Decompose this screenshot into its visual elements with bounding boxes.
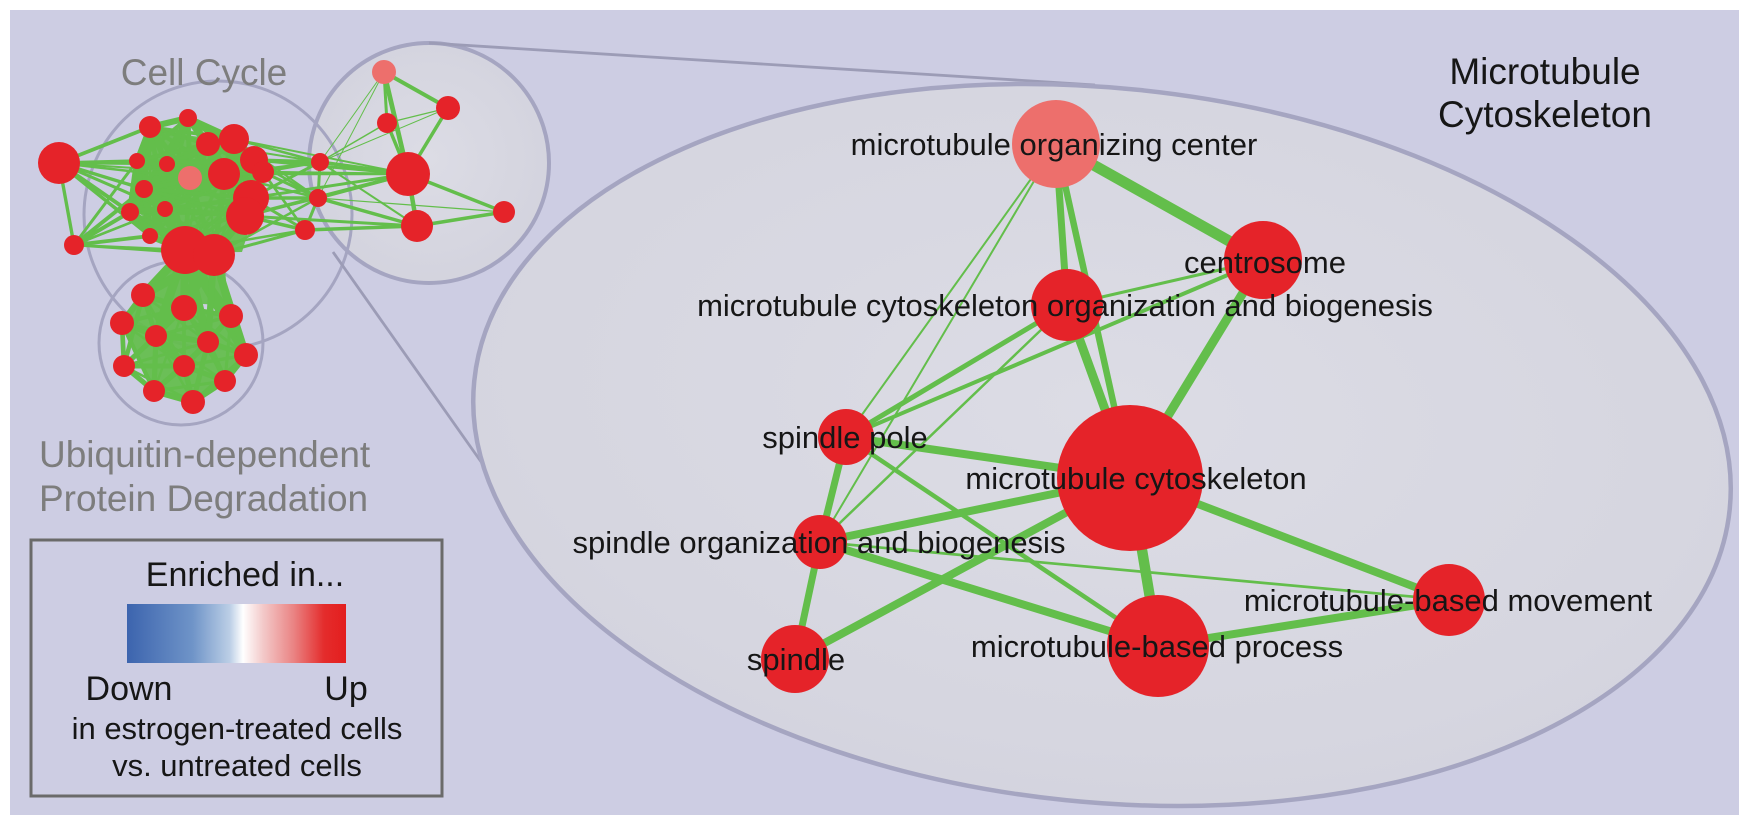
- svg-text:Down: Down: [86, 670, 173, 708]
- svg-text:spindle pole: spindle pole: [762, 420, 927, 455]
- svg-text:Ubiquitin-dependent: Ubiquitin-dependent: [39, 434, 371, 475]
- svg-text:microtubule organizing center: microtubule organizing center: [851, 127, 1258, 162]
- svg-text:Microtubule: Microtubule: [1449, 51, 1640, 92]
- svg-text:centrosome: centrosome: [1184, 245, 1346, 280]
- svg-text:Protein Degradation: Protein Degradation: [39, 478, 368, 519]
- svg-text:microtubule cytoskeleton organ: microtubule cytoskeleton organization an…: [697, 288, 1433, 323]
- svg-text:spindle: spindle: [747, 642, 845, 677]
- svg-text:Enriched in...: Enriched in...: [146, 556, 344, 594]
- svg-text:microtubule cytoskeleton: microtubule cytoskeleton: [965, 461, 1306, 496]
- svg-text:Cell Cycle: Cell Cycle: [121, 52, 288, 93]
- svg-text:Cytoskeleton: Cytoskeleton: [1438, 94, 1652, 135]
- svg-text:in estrogen-treated cells: in estrogen-treated cells: [72, 711, 403, 746]
- svg-text:microtubule-based movement: microtubule-based movement: [1244, 583, 1653, 618]
- svg-text:vs. untreated cells: vs. untreated cells: [112, 748, 362, 783]
- svg-text:microtubule-based process: microtubule-based process: [971, 629, 1343, 664]
- svg-text:spindle organization and bioge: spindle organization and biogenesis: [573, 525, 1066, 560]
- svg-text:Up: Up: [324, 670, 367, 708]
